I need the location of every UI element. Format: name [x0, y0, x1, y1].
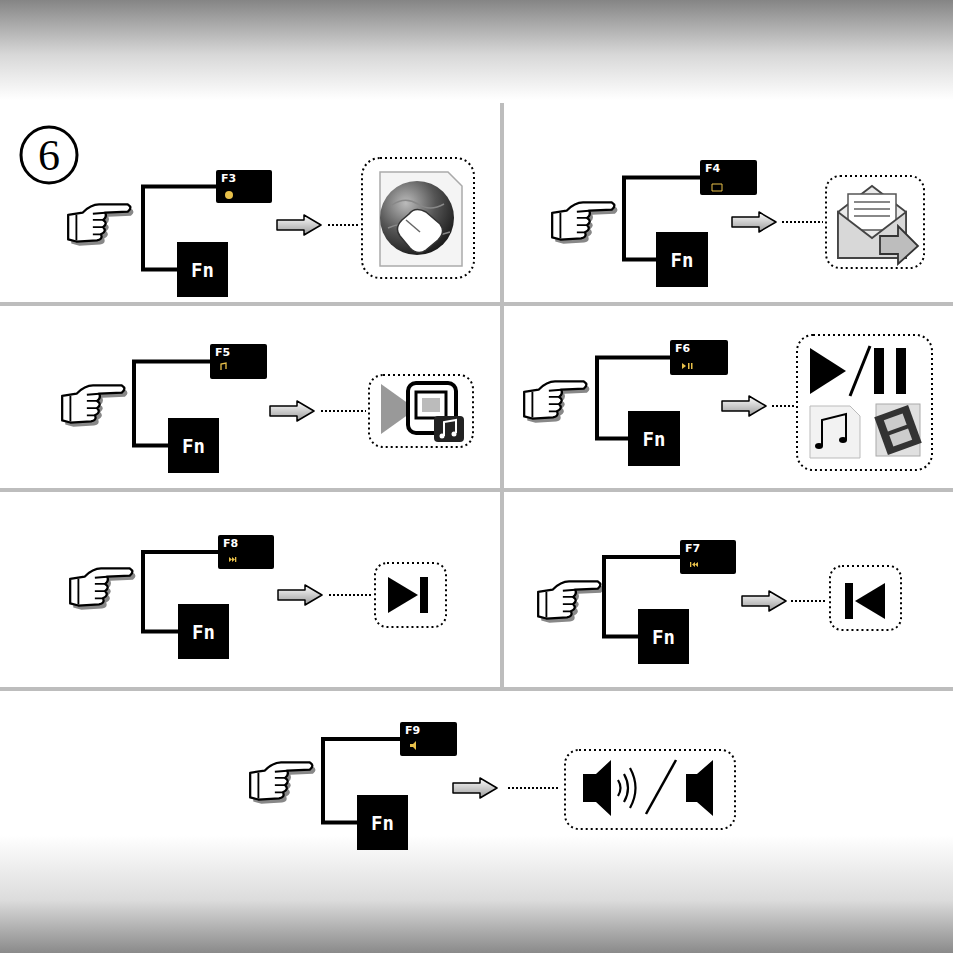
fn-key: Fn: [638, 609, 689, 664]
function-key: F8: [218, 535, 274, 569]
function-key: F7: [680, 540, 736, 574]
key-label: F6: [675, 342, 690, 355]
key-label: F4: [705, 162, 720, 175]
fn-label: Fn: [671, 249, 694, 271]
key-label: F8: [223, 537, 238, 550]
fn-label: Fn: [192, 621, 215, 643]
fn-label: Fn: [371, 812, 394, 834]
function-key: F6: [670, 340, 728, 375]
fn-key: Fn: [357, 795, 408, 850]
fn-label: Fn: [652, 626, 675, 648]
fn-label: Fn: [182, 435, 205, 457]
fn-label: Fn: [191, 259, 214, 281]
fn-label: Fn: [643, 428, 666, 450]
callout-number: 6: [20, 126, 78, 184]
key-label: F7: [685, 542, 700, 555]
key-label: F5: [215, 346, 230, 359]
function-key: F3: [216, 170, 272, 203]
fn-key: Fn: [177, 242, 228, 297]
fn-key: Fn: [656, 232, 708, 287]
key-label: F9: [405, 724, 420, 737]
function-key: F5: [210, 344, 267, 379]
fn-key: Fn: [178, 604, 229, 659]
key-label: F3: [221, 172, 236, 185]
function-key: F4: [700, 160, 757, 195]
function-key: F9: [400, 722, 457, 756]
fn-key: Fn: [628, 411, 680, 466]
fn-key: Fn: [168, 418, 219, 473]
